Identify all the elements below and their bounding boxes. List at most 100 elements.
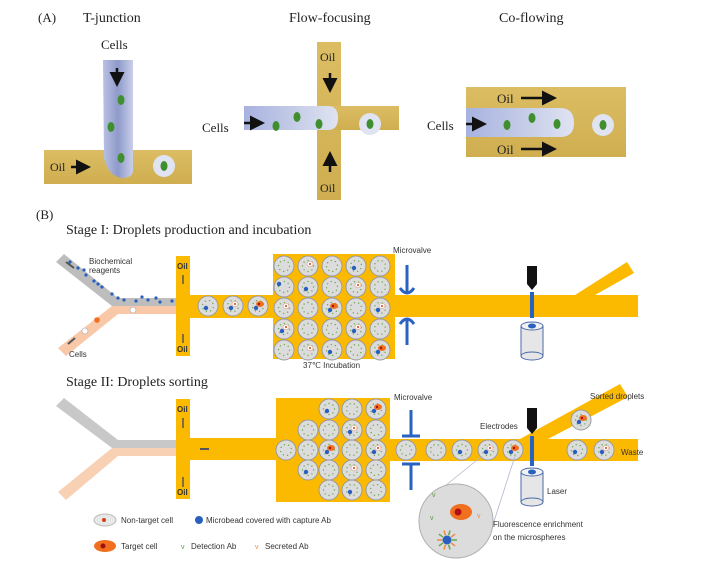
droplet: [273, 318, 295, 340]
detection-ab-icon: v: [181, 544, 185, 551]
droplet: [365, 398, 387, 420]
droplet: [341, 398, 363, 420]
microbead-icon: [228, 305, 234, 311]
microbead-icon: [375, 307, 381, 313]
stage1-oil-bottom-label: Oil: [177, 345, 188, 354]
co-flowing-oil-bottom-label: Oil: [497, 142, 514, 157]
electrode-icon: [527, 266, 537, 290]
cell-icon: [81, 327, 89, 335]
cell-icon: [129, 306, 137, 314]
microbead-icon: [572, 449, 578, 455]
droplet: [321, 297, 343, 319]
microvalve-bottom-icon[interactable]: [402, 462, 420, 490]
secreted-ab-icon: v: [255, 544, 259, 551]
flow-focusing-oil-bottom-label: Oil: [320, 181, 336, 195]
droplet: [570, 409, 592, 431]
cell-icon: [293, 112, 301, 122]
microbead-icon: [203, 305, 209, 311]
cells-channel: [58, 306, 190, 356]
co-flowing-oil-top-label: Oil: [497, 91, 514, 106]
droplet: [369, 339, 391, 361]
droplet: [345, 318, 367, 340]
microbead-icon: [253, 305, 259, 311]
microbead-icon: [351, 328, 357, 334]
microbead-icon: [483, 449, 489, 455]
microbead-icon: [327, 307, 333, 313]
t-junction-title: T-junction: [83, 11, 141, 26]
reagents-label-2: reagents: [89, 266, 120, 275]
droplet: [318, 479, 340, 501]
droplet: [365, 439, 387, 461]
cell-icon: [117, 95, 125, 105]
droplet: [451, 439, 473, 461]
droplet: [425, 439, 447, 461]
stage1-microvalve-label: Microvalve: [393, 246, 432, 255]
stage2-oil-bottom-label: Oil: [177, 488, 188, 497]
droplet: [273, 255, 295, 277]
enrichment-label-2: on the microspheres: [493, 533, 565, 542]
flow-focusing-diagram: Flow-focusing Cells Oil Oil: [202, 11, 399, 200]
microbead-icon: [276, 281, 282, 287]
flow-focusing-cells-label: Cells: [202, 120, 229, 135]
t-junction-diagram: T-junction Cells Oil: [44, 11, 192, 184]
droplet: [345, 297, 367, 319]
droplet: [321, 255, 343, 277]
microbead-icon: [279, 328, 285, 334]
electrode-icon: [527, 408, 537, 434]
droplet: [197, 295, 219, 317]
microbead-icon: [457, 449, 463, 455]
droplet: [318, 419, 340, 441]
incubation-droplet-grid: [273, 255, 391, 361]
reagents-label-1: Biochemical: [89, 257, 132, 266]
zoom-guide-line: [444, 455, 483, 487]
t-junction-oil-label: Oil: [50, 160, 66, 174]
microbead-icon: [324, 449, 330, 455]
droplet: [297, 439, 319, 461]
droplet: [341, 419, 363, 441]
stage2-oil-channel: [176, 399, 190, 499]
microbead-icon: [303, 469, 309, 475]
stage1-oil-top-label: Oil: [177, 262, 188, 271]
microbead-icon: [303, 286, 309, 292]
cell-icon: [117, 153, 125, 163]
stage2-cells-channel: [58, 448, 190, 500]
legend-detection: Detection Ab: [191, 542, 237, 551]
droplet: [297, 255, 319, 277]
droplet: [273, 339, 295, 361]
stage2-diagram: Oil Oil Microvalve Electrodes Laser Sort…: [56, 384, 644, 559]
flow-focusing-title: Flow-focusing: [289, 11, 371, 26]
microbead-icon: [327, 349, 333, 355]
cell-icon: [160, 161, 168, 171]
cell-icon: [503, 120, 511, 130]
stage1-branch-channel: [575, 262, 634, 295]
cell-icon: [315, 119, 323, 129]
microbead-icon: [599, 449, 605, 455]
t-junction-aqueous-stream: [103, 60, 133, 178]
microbead-icon: [508, 449, 514, 455]
droplet: [297, 339, 319, 361]
droplet: [247, 295, 269, 317]
droplet: [365, 419, 387, 441]
incubation-label: 37℃ Incubation: [303, 361, 360, 370]
t-junction-cells-label: Cells: [101, 37, 128, 52]
magnified-droplet: v v v: [418, 483, 494, 559]
microvalve-bottom-icon[interactable]: [398, 317, 416, 345]
microvalve-top-icon[interactable]: [402, 410, 420, 438]
cell-icon: [553, 119, 561, 129]
droplet: [345, 255, 367, 277]
co-flowing-diagram: Co-flowing Cells Oil Oil: [427, 11, 626, 157]
droplet: [345, 339, 367, 361]
laser-detector-icon: [520, 321, 544, 361]
legend-non-target: Non-target cell: [121, 516, 173, 525]
droplet: [297, 297, 319, 319]
droplet: [502, 439, 524, 461]
droplet: [395, 439, 417, 461]
droplet: [275, 439, 297, 461]
microvalve-top-icon[interactable]: [398, 265, 416, 295]
svg-text:v: v: [430, 515, 434, 522]
microbead-icon: [351, 265, 357, 271]
target-cell-icon: [94, 317, 100, 323]
co-flowing-title: Co-flowing: [499, 11, 564, 26]
cell-icon: [107, 122, 115, 132]
